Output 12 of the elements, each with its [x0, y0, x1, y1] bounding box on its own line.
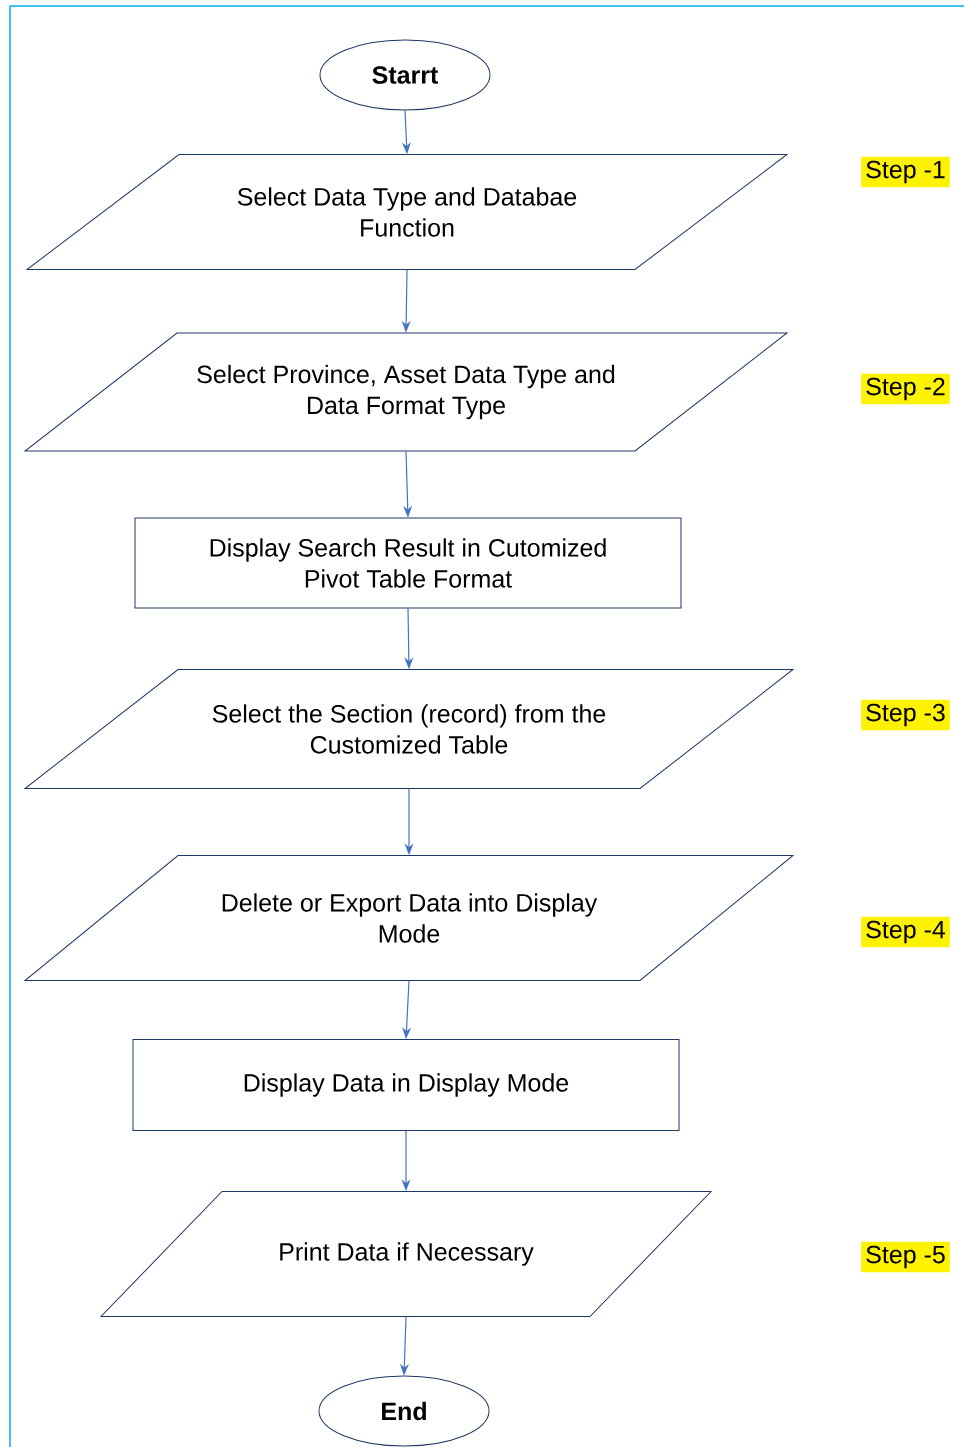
input-parallelogram: Delete or Export Data into Display Mode [24, 855, 794, 981]
input-parallelogram: Print Data if Necessary [100, 1191, 712, 1317]
process-box: Display Search Result in Cutomized Pivot Table Format [134, 517, 682, 609]
process-box: Display Data in Display Mode [132, 1039, 680, 1131]
input-parallelogram: Select Data Type and Databae Function [26, 154, 788, 270]
input-parallelogram: Select the Section (record) from the Customized Table [24, 669, 794, 789]
step-label: Step -2 [861, 373, 950, 405]
input-parallelogram: Select Province, Asset Data Type and Data Format Type [24, 332, 788, 452]
step-label: Step -5 [861, 1241, 950, 1273]
step-label: Step -3 [861, 699, 950, 731]
step-label: Step -4 [861, 916, 950, 948]
step-label: Step -1 [861, 156, 950, 188]
